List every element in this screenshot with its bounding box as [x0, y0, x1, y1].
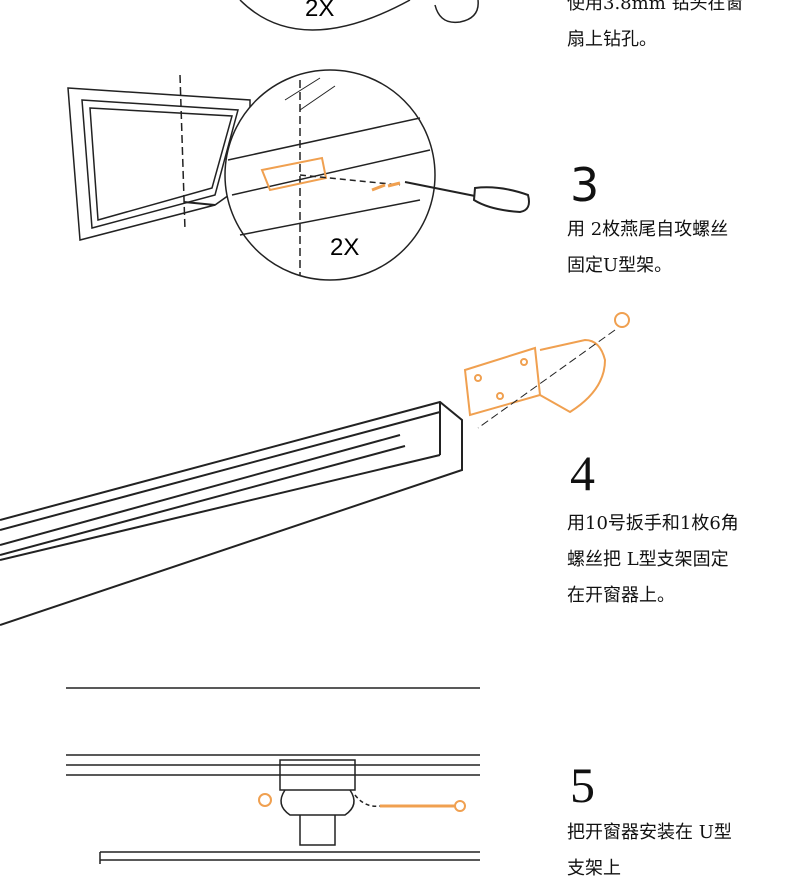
step3-2x-label: 2X [330, 234, 359, 261]
installation-illustrations: 2X 2X [0, 0, 630, 864]
step5-number: 5 [570, 757, 595, 813]
step4-illustration [0, 312, 630, 626]
step4-instructions: 用10号扳手和1枚6角 螺丝把 L型支架固定 在开窗器上。 [567, 506, 739, 614]
step5-line-2: 支架上 [567, 858, 621, 879]
step2-line-2: 扇上钻孔。 [567, 29, 657, 50]
step2-2x-label: 2X [305, 0, 334, 22]
step2-line-1: 使用3.8mm 钻头在窗 [567, 0, 744, 14]
step4-line-1: 用10号扳手和1枚6角 [567, 513, 739, 534]
step2-instructions: 使用3.8mm 钻头在窗 扇上钻孔。 [567, 0, 743, 58]
step3-instructions: 用 2枚燕尾自攻螺丝 固定U型架。 [567, 212, 728, 284]
step5-line-1: 把开窗器安装在 U型 [567, 822, 732, 843]
step4-number: 4 [570, 445, 595, 501]
step3-illustration [67, 69, 530, 281]
step5-illustration [66, 687, 480, 864]
step4-line-2: 螺丝把 L型支架固定 [567, 549, 729, 570]
step3-number: 3 [570, 158, 600, 212]
step5-instructions: 把开窗器安装在 U型 支架上 [567, 815, 732, 887]
step3-line-2: 固定U型架。 [567, 255, 673, 276]
step2-callout-illustration [239, 0, 479, 31]
step3-line-1: 用 2枚燕尾自攻螺丝 [567, 219, 729, 240]
step4-line-3: 在开窗器上。 [567, 585, 675, 606]
